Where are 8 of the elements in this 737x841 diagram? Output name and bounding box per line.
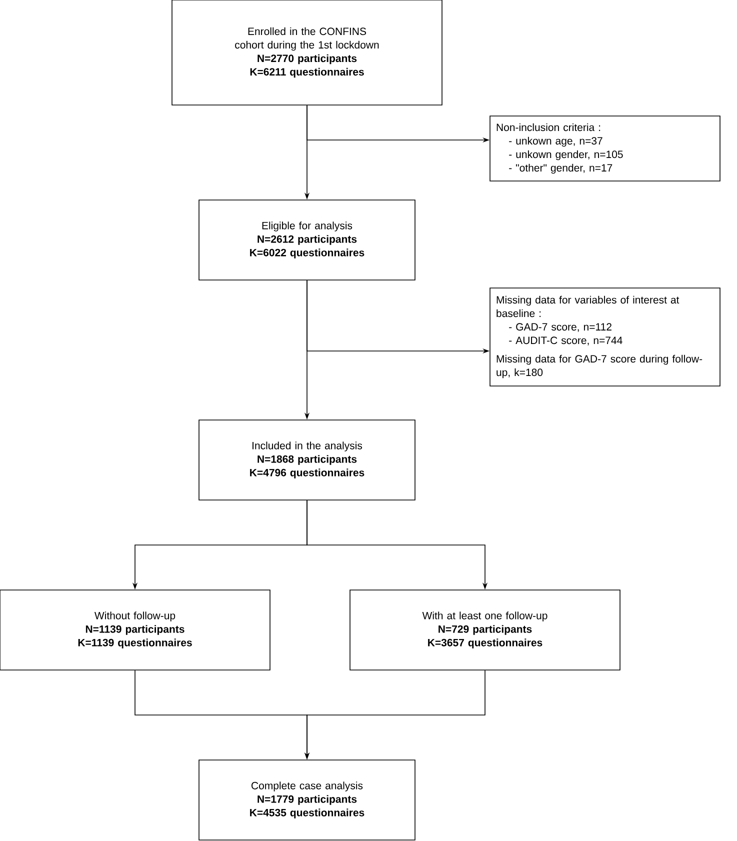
process-box: Included in the analysis N=1868 participants K=4796 questionnaires	[198, 420, 416, 500]
process-box: Eligible for analysis N=2612 participants K=6022 questionnaires	[198, 200, 416, 280]
process-box: Without follow-up N=1139 participants K=1139 questionnaires	[0, 590, 270, 670]
note-box: Missing data for variables of interest at baseline : - GAD-7 score, n=112 - AUDIT-C score, n=744 Missing data for GAD-7 score during follow-up, k=180	[490, 288, 720, 386]
process-box: With at least one follow-up N=729 participants K=3657 questionnaires	[350, 590, 620, 670]
note-box: Non-inclusion criteria : - unkown age, n=37 - unkown gender, n=105 - "other" gender, n=17	[490, 116, 720, 182]
process-box: Enrolled in the CONFINS cohort during the 1st lockdown N=2770 participants K=6211 questionnaires	[172, 0, 442, 106]
process-box: Complete case analysis N=1779 participants K=4535 questionnaires	[198, 760, 416, 840]
